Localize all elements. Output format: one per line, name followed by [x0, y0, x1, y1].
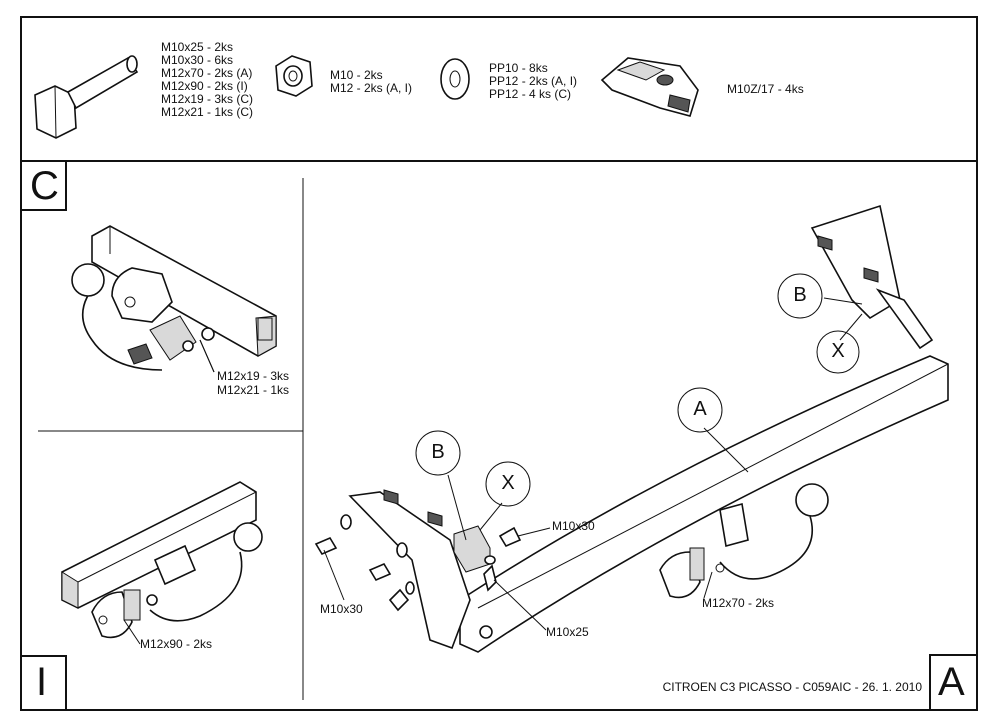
callout-x-right: X [831, 340, 845, 362]
bolt-spec-2: M10x30 - 6ks [161, 53, 234, 67]
panel-a-letter: A [938, 660, 965, 704]
panel-c-letter: C [30, 164, 59, 208]
panel-c-bolt-label-1: M12x19 - 3ks [217, 369, 290, 383]
panel-i-bolt-label: M12x90 - 2ks [140, 637, 213, 651]
panel-c-letter-box [20, 160, 67, 211]
callout-x-left: X [501, 472, 515, 494]
label-m12x70: M12x70 - 2ks [702, 596, 775, 610]
outer-frame [20, 16, 978, 711]
label-m10x25: M10x25 [546, 625, 589, 639]
washer-spec-3: PP12 - 4 ks (C) [489, 87, 572, 101]
panel-i-letter-box [20, 655, 67, 711]
bolt-spec-5: M12x19 - 3ks (C) [161, 92, 254, 106]
bolt-spec-1: M10x25 - 2ks [161, 40, 234, 54]
cage-nut-spec: M10Z/17 - 4ks [727, 82, 804, 96]
bolt-list: M10x25 - 2ks M10x30 - 6ks M12x70 - 2ks (… [161, 41, 253, 119]
panel-c-towbar-drawing [71, 225, 277, 373]
panel-a-letter-box [929, 654, 978, 711]
washer-spec-1: PP10 - 8ks [489, 61, 548, 75]
panel-c-bolt-label-2: M12x21 - 1ks [217, 383, 290, 397]
washer-spec-2: PP12 - 2ks (A, I) [489, 74, 578, 88]
callout-a: A [693, 398, 707, 420]
callout-b-right: B [793, 284, 807, 306]
bolt-spec-3: M12x70 - 2ks (A) [161, 66, 253, 80]
title-block: CITROEN C3 PICASSO - C059AIC - 26. 1. 20… [662, 680, 922, 694]
washer-list: PP10 - 8ks PP12 - 2ks (A, I) PP12 - 4 ks… [489, 62, 577, 101]
label-m10x30-left: M10x30 [320, 602, 363, 616]
callout-b-left: B [431, 441, 445, 463]
washer-icon [440, 58, 470, 100]
bolt-spec-6: M12x21 - 1ks (C) [161, 105, 254, 119]
nut-icon [275, 55, 313, 97]
label-m10x30-right: M10x30 [552, 519, 595, 533]
cage-nut-icon [600, 57, 699, 117]
panel-a-towbar-drawing [123, 204, 949, 653]
panel-i-towbar-drawing [61, 481, 263, 639]
bolt-icon [34, 55, 139, 139]
nut-spec-2: M12 - 2ks (A, I) [330, 81, 413, 95]
bolt-spec-4: M12x90 - 2ks (I) [161, 79, 248, 93]
nut-list: M10 - 2ks M12 - 2ks (A, I) [330, 69, 412, 95]
panel-i-letter: I [36, 660, 48, 704]
nut-spec-1: M10 - 2ks [330, 68, 383, 82]
